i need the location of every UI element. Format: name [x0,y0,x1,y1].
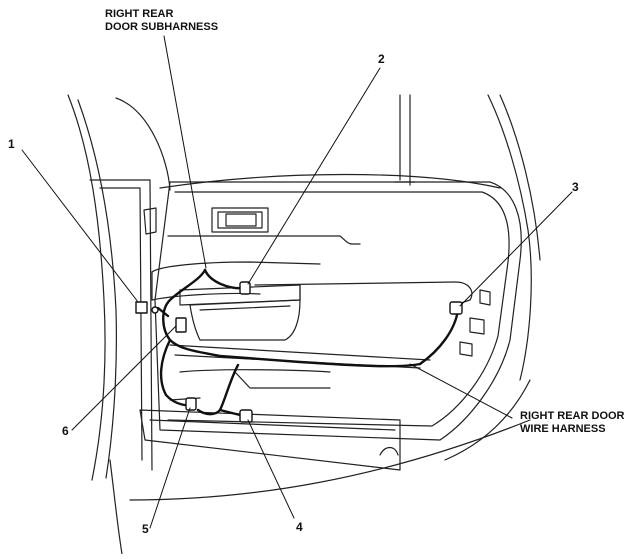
connector-5 [185,397,197,411]
subharness-label: RIGHT REAR DOOR SUBHARNESS [105,8,218,34]
connector-2 [239,281,251,295]
connector-4 [239,409,253,423]
connector-1 [135,301,159,314]
callout-3: 3 [572,180,579,194]
wire-harness [156,268,460,418]
door-handle [211,207,269,233]
armrest-trim [151,235,473,401]
body-openings [129,289,531,501]
wire-harness-label: RIGHT REAR DOOR WIRE HARNESS [520,410,625,436]
callout-2: 2 [378,52,385,66]
callout-5: 5 [142,522,149,536]
callout-4: 4 [296,520,303,534]
body-pillar [67,94,157,555]
subharness-label-line1: RIGHT REAR [105,8,174,20]
callout-1: 1 [8,137,15,151]
wire-harness-label-line2: WIRE HARNESS [520,423,606,435]
connector-6 [175,317,187,333]
connector-3 [449,301,463,315]
leader-lines [21,35,573,529]
door-frame [115,94,541,381]
subharness-label-line2: DOOR SUBHARNESS [105,21,219,33]
door-panel [139,181,522,471]
wire-harness-label-line1: RIGHT REAR DOOR [520,410,625,422]
callout-6: 6 [62,424,69,438]
